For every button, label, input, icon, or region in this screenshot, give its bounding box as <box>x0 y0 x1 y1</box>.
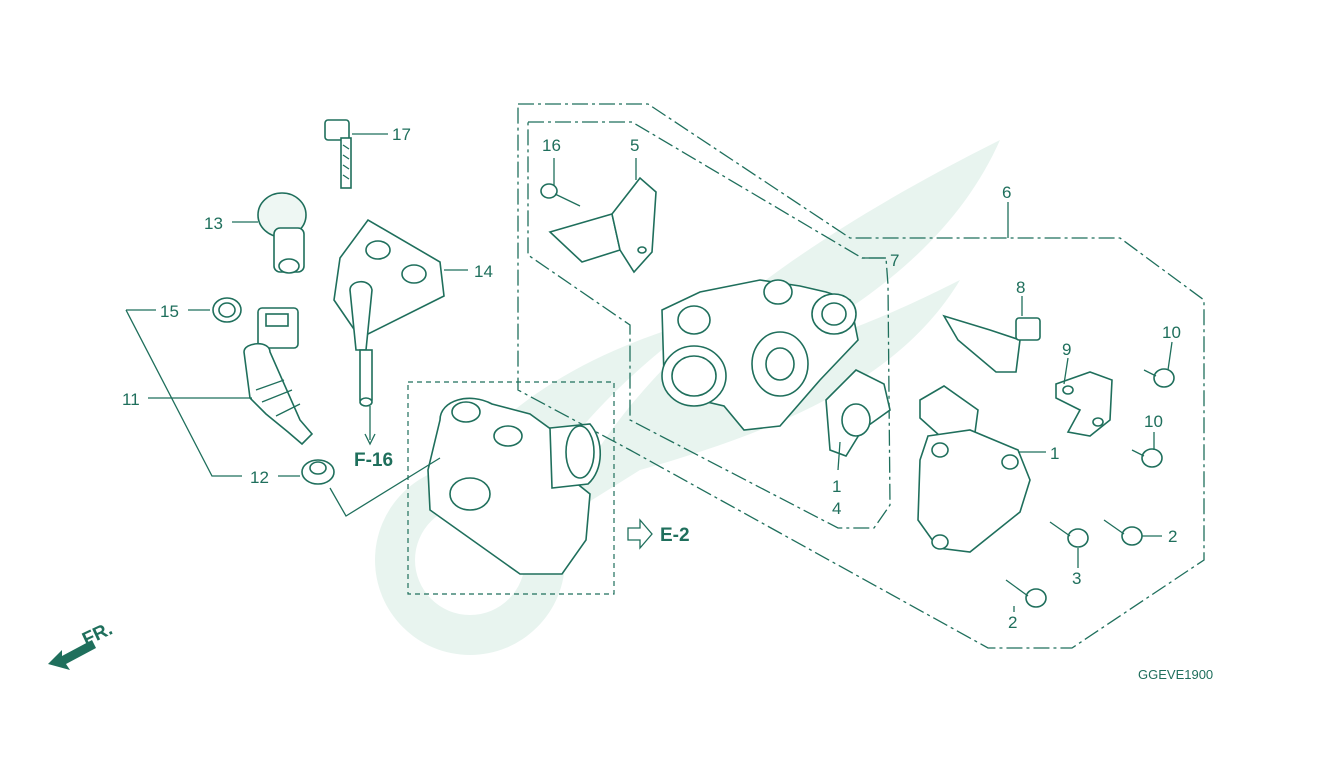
reference-f16-text[interactable]: F-16 <box>354 450 393 471</box>
callout-10-upper: 10 <box>1162 323 1181 342</box>
throttle-body <box>661 279 859 431</box>
callout-14: 14 <box>474 262 493 281</box>
callout-5: 5 <box>630 136 639 155</box>
callout-2-bottom: 2 <box>1008 613 1017 632</box>
arrow-right-icon <box>627 518 653 550</box>
callout-12: 12 <box>250 468 269 487</box>
front-arrow-icon <box>48 640 96 670</box>
part-8-sensor[interactable] <box>942 314 1041 373</box>
part-3-screw[interactable] <box>1049 521 1089 548</box>
part-15-o-ring[interactable] <box>212 297 242 323</box>
callout-7: 7 <box>890 251 899 270</box>
part-1-sensor-unit[interactable] <box>917 385 1031 553</box>
sub-assembly-box <box>407 381 615 595</box>
part-11-injector[interactable] <box>243 307 314 446</box>
callout-4: 4 <box>832 499 841 518</box>
part-10-screw-lower[interactable] <box>1131 448 1163 468</box>
callout-17: 17 <box>392 125 411 144</box>
part-13-cap[interactable] <box>257 192 307 274</box>
assembly-7-outline <box>527 121 891 529</box>
part-14-bracket[interactable] <box>333 218 445 407</box>
callout-8: 8 <box>1016 278 1025 297</box>
part-12-seal[interactable] <box>301 459 335 485</box>
callout-2-right: 2 <box>1168 527 1177 546</box>
callout-labels: 17 13 14 15 11 12 16 5 6 7 8 9 10 10 1 1… <box>122 125 1181 632</box>
reference-e2-text[interactable]: E-2 <box>660 525 690 546</box>
drawing-code: GGEVE1900 <box>1138 667 1213 682</box>
intake-manifold <box>427 397 601 575</box>
part-17-bolt[interactable] <box>324 119 352 189</box>
callout-10-lower: 10 <box>1144 412 1163 431</box>
callout-1-right: 1 <box>1050 444 1059 463</box>
callout-15: 15 <box>160 302 179 321</box>
part-4-gasket[interactable] <box>825 369 891 457</box>
callout-9: 9 <box>1062 340 1071 359</box>
front-indicator: FR. <box>48 619 116 670</box>
callout-3: 3 <box>1072 569 1081 588</box>
reference-f16[interactable]: F-16 <box>354 450 393 471</box>
reference-e2[interactable]: E-2 <box>627 518 690 550</box>
leader-lines <box>125 133 1173 612</box>
callout-6: 6 <box>1002 183 1011 202</box>
callout-1-gasket: 1 <box>832 477 841 496</box>
assembly-6-outline <box>517 103 1205 649</box>
callout-11: 11 <box>122 390 140 409</box>
part-9-plate[interactable] <box>1055 371 1113 437</box>
part-10-screw-upper[interactable] <box>1143 368 1175 388</box>
part-5-bracket[interactable] <box>548 176 657 274</box>
part-2-screw-right[interactable] <box>1103 519 1143 546</box>
callout-13: 13 <box>204 214 223 233</box>
part-16-screw[interactable] <box>540 183 581 207</box>
part-2-screw-bottom[interactable] <box>1005 579 1047 608</box>
callout-16: 16 <box>542 136 561 155</box>
